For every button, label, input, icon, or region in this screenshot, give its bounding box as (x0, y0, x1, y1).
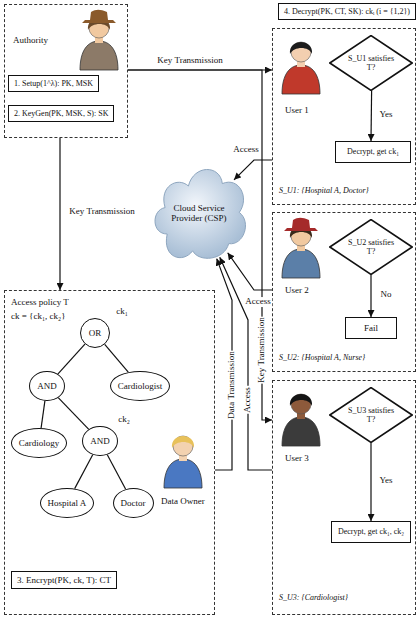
node-label: Cardiologist (118, 381, 163, 391)
node-label: Cloud Service Provider (CSP) (168, 203, 230, 224)
person-icon (80, 10, 118, 70)
node-label: Decrypt, get ck₁, ck₂ (338, 527, 404, 536)
edge-label: Key Transmission (68, 207, 135, 217)
person-icon (164, 436, 202, 488)
connector (107, 455, 125, 489)
connector (105, 344, 129, 372)
person-hair (290, 42, 312, 54)
node-label: S_U2 satisfies T? (348, 238, 394, 256)
node-heading: Access policy T (11, 297, 69, 307)
group-box: Access policy T ck = {ck₁, ck₂} Data Owner… (4, 290, 215, 615)
decision-diamond: S_U2 satisfies T? (329, 219, 413, 275)
node-label: 2. KeyGen(PK, MSK, S): SK (14, 109, 108, 118)
person-icon (282, 218, 320, 278)
edge-label: Yes (378, 476, 393, 486)
process-box: 1. Setup(1^λ): PK, MSK (8, 75, 99, 92)
edge-label: Access (244, 297, 272, 307)
group-box: Authority 1. Setup(1^λ): PK, MSK 2. KeyGen… (4, 4, 128, 138)
person-hat (284, 218, 318, 231)
node-heading: User 3 (285, 453, 309, 463)
person-body (282, 249, 320, 278)
person-body (282, 65, 320, 94)
edge-label: Access (232, 145, 260, 155)
node-text: ck = {ck₁, ck₂} (11, 311, 65, 321)
group-box: User 2 S_U2: {Hospital A, Nurse} S_U2 sati… (272, 212, 416, 372)
node-label: Hospital A (48, 498, 87, 508)
node-text: S_U3: {Cardiologist} (279, 593, 348, 602)
node-label: Fail (364, 323, 378, 333)
connector (58, 344, 85, 374)
node-label: S_U3 satisfies T? (348, 406, 394, 424)
edge-label: Access (243, 386, 253, 414)
node-label: Decrypt, get ck₁ (347, 147, 399, 156)
person-hair (172, 436, 194, 448)
person-body (164, 459, 202, 488)
policy-node: AND (29, 371, 65, 401)
person-icon (282, 394, 320, 446)
edge-label: Key Transmission (257, 316, 267, 383)
node-label: 3. Encrypt(PK, ck, T): CT (17, 575, 111, 585)
policy-node: Cardiologist (110, 371, 171, 401)
decision-diamond: S_U3 satisfies T? (329, 387, 413, 443)
connector (370, 275, 371, 317)
policy-node: OR (80, 318, 110, 348)
node-label: 1. Setup(1^λ): PK, MSK (14, 79, 93, 88)
process-box: 4. Decrypt(PK, CT, SK): ckᵢ (i = {1,2}) (278, 3, 416, 20)
key-label: ck₁ (116, 307, 128, 317)
connector (58, 398, 89, 430)
person-body (80, 41, 118, 70)
edge-label: Key Transmission (156, 56, 223, 66)
process-box: 2. KeyGen(PK, MSK, S): SK (8, 105, 114, 122)
process-box: Decrypt, get ck₁, ck₂ (331, 521, 411, 543)
person-hat (82, 10, 116, 23)
connector (59, 138, 60, 290)
connector (75, 455, 93, 489)
node-label: 4. Decrypt(PK, CT, SK): ckᵢ (i = {1,2}) (284, 7, 410, 16)
edge-label: Data Transmission (227, 350, 237, 419)
group-box: User 3 S_U3: {Cardiologist} S_U3 satisfies… (272, 380, 416, 615)
edge-label: Yes (378, 110, 393, 120)
policy-node: Doctor (113, 488, 154, 518)
node-heading: User 1 (285, 105, 309, 115)
person-body (282, 417, 320, 446)
policy-node: Cardiology (11, 428, 68, 458)
group-box: User 1 S_U1: {Hospital A, Doctor} S_U1 sat… (272, 28, 416, 205)
edge-label: No (380, 290, 393, 300)
person-icon (282, 42, 320, 94)
policy-node: AND (82, 426, 118, 456)
node-text: S_U2: {Hospital A, Nurse} (279, 353, 365, 362)
connector (228, 253, 272, 290)
connector (370, 91, 372, 141)
node-label: OR (89, 328, 102, 338)
node-label: S_U1 satisfies T? (348, 54, 394, 72)
connector (41, 401, 45, 428)
node-label: Doctor (121, 498, 146, 508)
process-box: 3. Encrypt(PK, ck, T): CT (11, 571, 117, 589)
node-label: AND (90, 436, 110, 446)
cloud-node: Cloud Service Provider (CSP) (146, 150, 252, 270)
policy-node: Hospital A (40, 488, 95, 518)
node-heading: User 2 (285, 285, 309, 295)
node-text: Data Owner (161, 496, 205, 506)
key-label: ck₂ (118, 415, 130, 425)
node-label: AND (37, 381, 57, 391)
connector (128, 70, 272, 420)
node-heading: Authority (13, 35, 48, 45)
node-text: S_U1: {Hospital A, Doctor} (279, 186, 369, 195)
connector (370, 443, 371, 521)
node-label: Cardiology (19, 438, 60, 448)
process-box: Fail (345, 317, 397, 339)
decision-diamond: S_U1 satisfies T? (329, 35, 413, 91)
person-hair (290, 394, 312, 406)
connector (234, 160, 272, 180)
process-box: Decrypt, get ck₁ (335, 141, 411, 163)
